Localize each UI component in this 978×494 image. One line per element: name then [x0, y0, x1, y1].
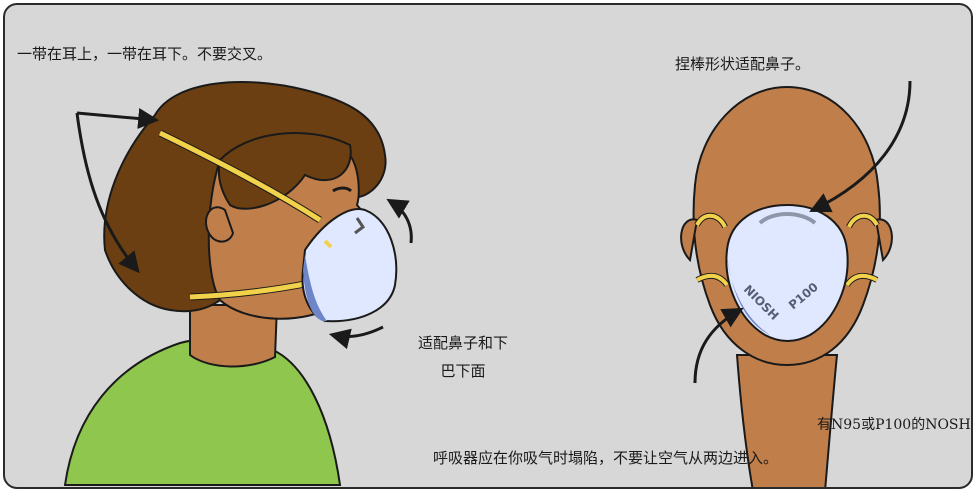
fit-instruction-line1: 适配鼻子和下 — [418, 334, 509, 352]
nose-instruction: 捏棒形状适配鼻子。 — [675, 55, 811, 73]
nose-clip — [758, 212, 817, 225]
strap-instruction: 一带在耳上，一带在耳下。不要交叉。 — [17, 45, 273, 63]
strap-arrows — [75, 108, 160, 274]
eye — [332, 186, 353, 193]
back-view-figure: NIOSH P100 — [680, 85, 893, 487]
seal-instruction: 呼吸器应在你吸气时塌陷，不要让空气从两边进入。 — [433, 449, 779, 467]
side-profile-figure — [63, 81, 398, 486]
neck — [189, 304, 279, 368]
fit-instruction-line2: 巴下面 — [440, 362, 486, 380]
niosh-instruction: 有N95或P100的NOSH — [817, 417, 971, 433]
fit-arrows — [328, 198, 413, 350]
illustration-panel: NIOSH P100 一带在耳上，一带在耳下。不要交叉。 捏棒形状适配鼻子。 适… — [3, 3, 973, 489]
ear — [205, 206, 235, 243]
fit-instruction: 适配鼻子和下 巴下面 — [418, 329, 508, 385]
respirator-fitting-illustration: NIOSH P100 — [63, 80, 912, 487]
nose-clip-arrows — [693, 80, 912, 384]
respirator-front — [725, 203, 849, 342]
